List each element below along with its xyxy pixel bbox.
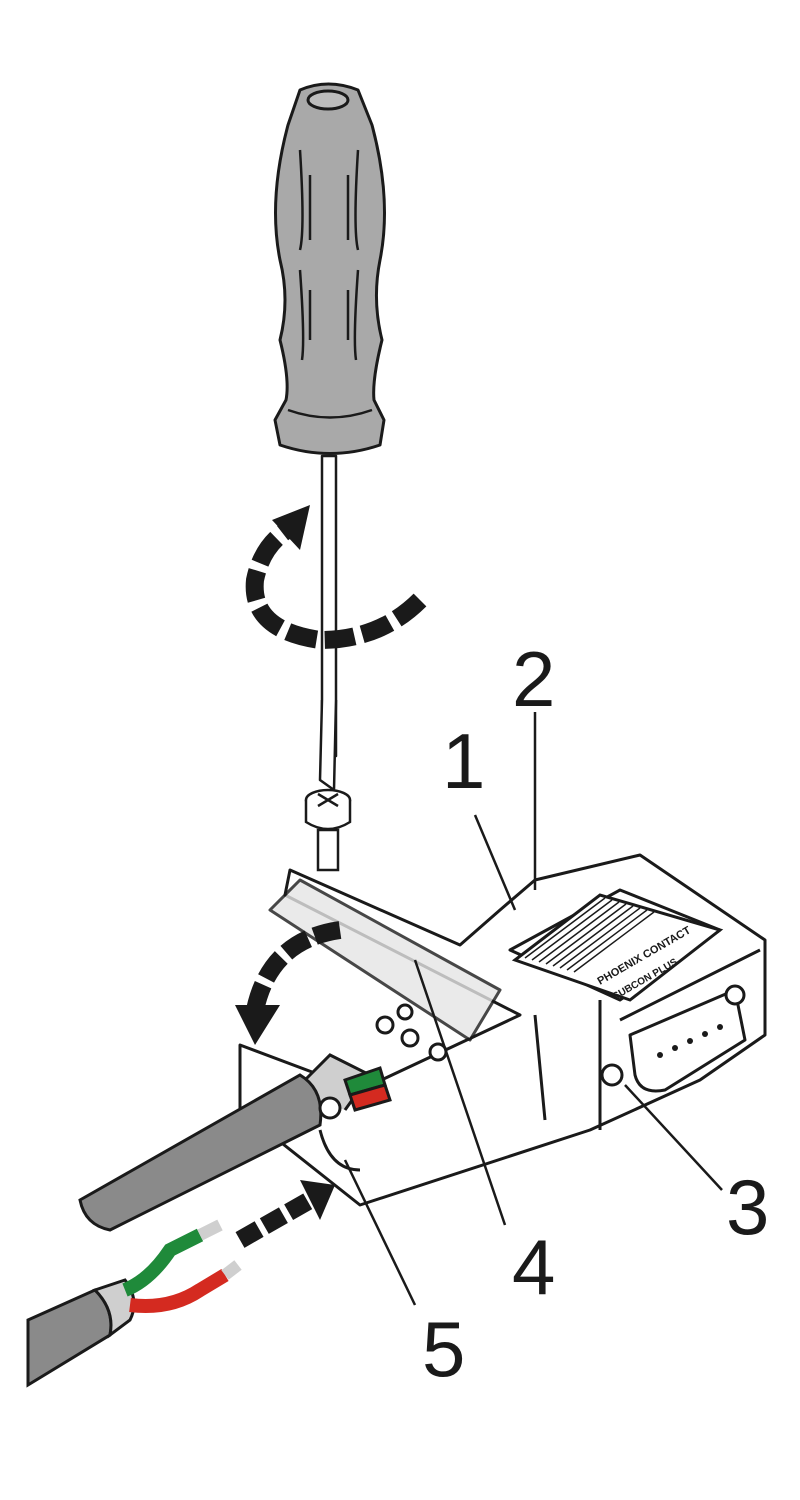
screwdriver-handle (273, 82, 386, 455)
callout-5: 5 (422, 1305, 466, 1393)
screw (304, 788, 352, 872)
product-label-plate: PHOENIX CONTACT SUBCON PLUS (511, 893, 724, 1003)
close-cover-arrow (235, 921, 342, 1045)
callout-2: 2 (512, 635, 556, 723)
stripped-cable (26, 1219, 242, 1388)
screwdriver (273, 82, 386, 792)
callout-4: 4 (512, 1223, 556, 1311)
insert-arrow (235, 1180, 335, 1248)
callout-3: 3 (726, 1163, 770, 1251)
callout-1: 1 (442, 717, 486, 805)
inserted-cable (78, 1053, 392, 1232)
hinged-cover (268, 878, 502, 1042)
leader-lines (343, 712, 723, 1306)
locking-screw (600, 1063, 624, 1087)
rotation-arrow (245, 505, 427, 650)
